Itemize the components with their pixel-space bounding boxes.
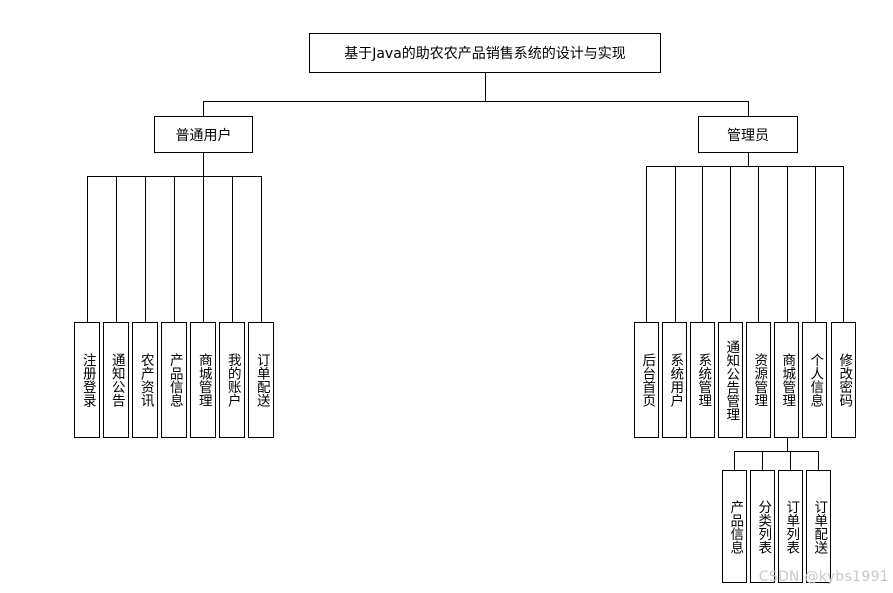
root-node-title: 基于Java的助农农产品销售系统的设计与实现: [309, 33, 661, 73]
csdn-watermark: CSDN @kybs1991: [758, 569, 889, 585]
leaf-admin-personal-info: 个人信息: [802, 322, 827, 438]
leaf-mall-product-info: 产品信息: [722, 470, 747, 583]
leaf-admin-dashboard: 后台首页: [634, 322, 659, 438]
leaf-admin-system-manage: 系统管理: [690, 322, 715, 438]
leaf-user-product-info: 产品信息: [161, 322, 187, 438]
branch-node-admin: 管理员: [698, 116, 798, 153]
branch-node-user: 普通用户: [154, 116, 253, 153]
leaf-user-agri-news: 农产资讯: [132, 322, 158, 438]
leaf-admin-mall-manage: 商城管理: [774, 322, 799, 438]
leaf-user-order-delivery: 订单配送: [248, 322, 274, 438]
leaf-user-register-login: 注册登录: [74, 322, 100, 438]
leaf-admin-change-password: 修改密码: [831, 322, 856, 438]
leaf-user-notice: 通知公告: [103, 322, 129, 438]
leaf-user-mall-manage: 商城管理: [190, 322, 216, 438]
leaf-admin-system-users: 系统用户: [662, 322, 687, 438]
leaf-user-my-account: 我的账户: [219, 322, 245, 438]
leaf-mall-category-list: 分类列表: [750, 470, 775, 583]
leaf-admin-notice-manage: 通知公告管理: [718, 322, 743, 438]
leaf-mall-order-list: 订单列表: [778, 470, 803, 583]
leaf-mall-order-delivery: 订单配送: [806, 470, 831, 583]
leaf-admin-resource-manage: 资源管理: [746, 322, 771, 438]
